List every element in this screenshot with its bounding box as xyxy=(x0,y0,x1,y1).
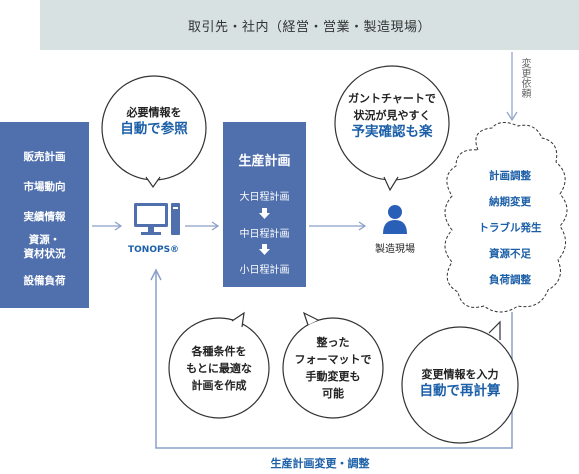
person-icon xyxy=(383,205,407,234)
input-item-equipment-load: 設備負荷 xyxy=(23,275,66,287)
change-request-label: 変更依頼 xyxy=(519,58,533,98)
bubble-manual-edit-line1: 整った xyxy=(316,336,350,349)
cloud-item-resource-shortage: 資源不足 xyxy=(489,248,531,260)
bubble-optimal-plan-line2: もとに最適な xyxy=(186,362,252,375)
bubble-recalc xyxy=(401,320,519,444)
bubble-auto-reference-line1: 必要情報を xyxy=(126,106,182,119)
input-item-materials: 資材状況 xyxy=(23,248,66,260)
down-arrow-icon xyxy=(259,208,270,219)
bubble-manual-edit-line4: 可能 xyxy=(322,387,344,400)
manufacturing-site-label: 製造現場 xyxy=(375,244,415,255)
stakeholders-banner: 取引先・社内（経営・営業・製造現場） xyxy=(40,0,579,50)
production-plan-box: 生産計画 大日程計画 中日程計画 小日程計画 xyxy=(223,122,306,287)
bubble-gantt-accent: 予実確認も楽 xyxy=(351,124,433,140)
bubble-optimal-plan-text: 各種条件を もとに最適な 計画を作成 xyxy=(169,343,269,394)
plan-step-large: 大日程計画 xyxy=(239,192,290,203)
arrowhead-production-to-site xyxy=(358,221,367,231)
bubble-auto-reference-accent: 自動で参照 xyxy=(120,121,188,137)
feedback-loop-arrowhead xyxy=(150,268,162,281)
change-request-arrowhead xyxy=(506,111,518,122)
input-item-actuals: 実績情報 xyxy=(23,211,66,223)
bubble-manual-edit-text: 整った フォーマットで 手動変更も 可能 xyxy=(283,334,383,402)
change-request-text: 変更依頼 xyxy=(519,58,530,98)
bubble-auto-reference-text: 必要情報を 自動で参照 xyxy=(104,104,204,138)
change-cloud xyxy=(444,122,568,313)
banner-text: 取引先・社内（経営・営業・製造現場） xyxy=(187,19,431,35)
cloud-item-due-change: 納期変更 xyxy=(489,196,531,208)
bubble-gantt xyxy=(334,65,450,192)
input-info-box: 販売計画 市場動向 実績情報 資源・ 資材状況 設備負荷 xyxy=(0,122,89,308)
bubble-gantt-line2: 状況が見やすく xyxy=(353,109,431,122)
bubble-manual-edit-line2: フォーマットで xyxy=(294,353,372,366)
bubble-gantt-text: ガントチャートで 状況が見やすく 予実確認も楽 xyxy=(336,90,448,141)
cloud-item-load-adjust: 負荷調整 xyxy=(489,274,531,286)
bubble-optimal-plan-line3: 計画を作成 xyxy=(191,379,247,392)
bubble-recalc-line1: 変更情報を入力 xyxy=(421,368,499,381)
input-item-resources: 資源・ xyxy=(28,234,61,246)
cloud-item-trouble: トラブル発生 xyxy=(478,222,542,234)
bubble-optimal-plan xyxy=(168,311,270,419)
feedback-loop-label: 生産計画変更・調整 xyxy=(270,457,370,470)
arrowhead-tonops-to-production xyxy=(211,221,220,231)
cloud-item-plan-adjust: 計画調整 xyxy=(489,170,531,182)
bubble-gantt-line1: ガントチャートで xyxy=(348,92,436,105)
tonops-label: TONOPS® xyxy=(128,245,180,255)
input-item-sales-plan: 販売計画 xyxy=(23,151,66,163)
computer-icon xyxy=(134,203,180,235)
bubble-recalc-accent: 自動で再計算 xyxy=(419,383,501,399)
bubble-manual-edit-line3: 手動変更も xyxy=(305,370,361,383)
down-arrow-icon xyxy=(259,244,270,255)
bubble-optimal-plan-line1: 各種条件を xyxy=(191,345,247,358)
input-item-market-trend: 市場動向 xyxy=(23,181,66,193)
bubble-auto-reference xyxy=(101,75,207,189)
bubble-recalc-text: 変更情報を入力 自動で再計算 xyxy=(402,366,518,400)
bubble-manual-edit xyxy=(282,311,384,419)
arrowhead-left-to-tonops xyxy=(114,221,123,231)
production-plan-title: 生産計画 xyxy=(238,154,291,169)
plan-step-medium: 中日程計画 xyxy=(239,229,290,240)
plan-step-small: 小日程計画 xyxy=(239,265,290,276)
